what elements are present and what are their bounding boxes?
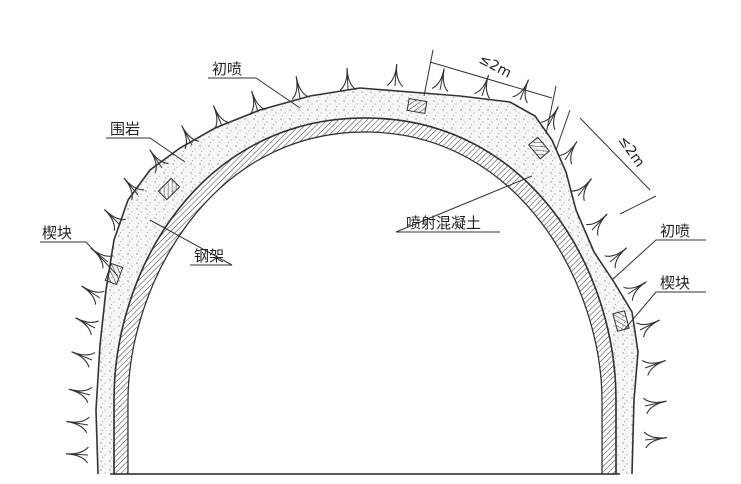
rock-spike-stem bbox=[149, 149, 163, 169]
rock-spike-stem bbox=[346, 67, 349, 91]
rock-spike-stem bbox=[394, 64, 398, 87]
rock-spike-stem bbox=[627, 281, 647, 295]
rock-spike-stem bbox=[609, 247, 628, 263]
rock-spike-stem bbox=[251, 90, 259, 113]
rock-spike-symbol bbox=[636, 319, 660, 338]
rock-spike-stem bbox=[577, 178, 592, 197]
label-steel-frame: 钢架 bbox=[194, 247, 224, 265]
rock-spike-stem bbox=[181, 125, 193, 146]
rock-spike-stem bbox=[547, 106, 559, 127]
wedge-blocks bbox=[104, 97, 630, 332]
label-initial-spray-right: 初喷 bbox=[660, 222, 690, 240]
rock-spike-stem bbox=[591, 213, 608, 231]
wedge-block bbox=[527, 136, 551, 160]
wedge-block bbox=[406, 97, 428, 115]
wedge-block bbox=[157, 177, 181, 201]
rock-spike-stem bbox=[295, 76, 301, 99]
label-wedge-block-left: 楔块 bbox=[42, 224, 72, 242]
rock-spike-stem bbox=[104, 209, 121, 226]
rock-spike-stem bbox=[564, 141, 578, 161]
rock-spike-symbol bbox=[75, 317, 99, 336]
label-shotcrete: 喷射混凝土 bbox=[406, 214, 481, 232]
rock-spike-stem bbox=[644, 437, 667, 441]
dimension-text-2: ≤2m bbox=[615, 133, 648, 170]
rock-spike-stem bbox=[644, 400, 667, 407]
rock-spike-stem bbox=[66, 453, 89, 456]
rock-spike-stem bbox=[81, 285, 101, 299]
wedge-block bbox=[104, 262, 124, 286]
rock-spike-stem bbox=[68, 388, 91, 396]
rock-spike-stem bbox=[123, 177, 139, 196]
leader-lines bbox=[40, 77, 706, 331]
rock-spike-stem bbox=[639, 319, 660, 331]
wedge-block bbox=[612, 310, 630, 332]
rock-spike-stem bbox=[439, 68, 445, 91]
label-initial-spray-left: 初喷 bbox=[212, 60, 242, 78]
rock-spike-symbols bbox=[66, 64, 667, 464]
label-surrounding-rock: 围岩 bbox=[110, 120, 140, 138]
rock-spike-stem bbox=[66, 420, 89, 426]
rock-spike-stem bbox=[213, 105, 223, 127]
rock-spike-stem bbox=[75, 317, 96, 329]
tunnel-interior bbox=[127, 131, 603, 475]
label-wedge-block-right: 楔块 bbox=[660, 274, 690, 292]
rock-spike-stem bbox=[71, 351, 93, 361]
rock-spike-stem bbox=[644, 359, 666, 369]
